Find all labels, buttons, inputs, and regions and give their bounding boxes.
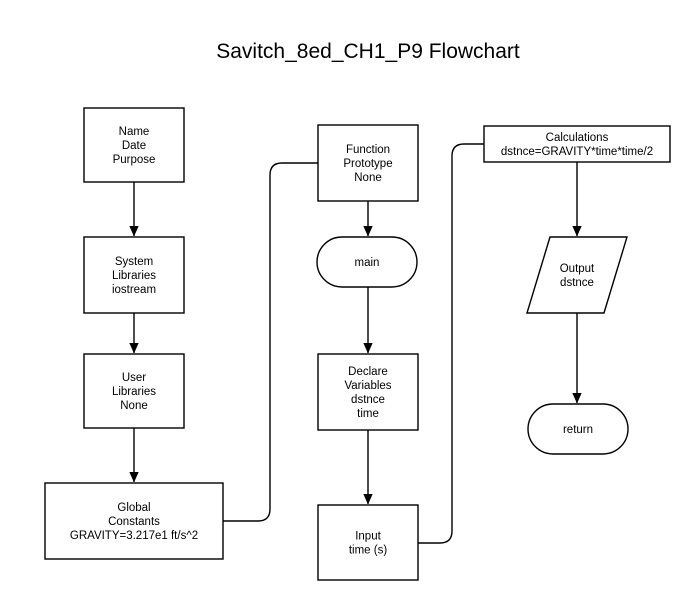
- node-user-libraries-label-3: None: [120, 400, 148, 412]
- node-declare-variables-label-3: dstnce: [351, 394, 385, 406]
- node-function-prototype-label-3: None: [354, 172, 382, 184]
- node-name-date-purpose-label-1: Name: [119, 126, 150, 138]
- node-main-label-1: main: [355, 257, 380, 269]
- node-user-libraries-shape: [83, 353, 185, 429]
- node-function-prototype-label-1: Function: [346, 144, 390, 156]
- node-function-prototype-label-2: Prototype: [343, 158, 392, 170]
- node-declare-variables-label-1: Declare: [348, 366, 388, 378]
- node-return: return: [527, 403, 629, 455]
- node-system-libraries-label-1: System: [115, 256, 153, 268]
- node-declare-variables-label-4: time: [357, 408, 379, 420]
- node-global-constants-label-1: Global: [117, 502, 150, 514]
- node-system-libraries-label-3: iostream: [112, 284, 156, 296]
- node-name-date-purpose-label-2: Date: [122, 140, 146, 152]
- chart-title: Savitch_8ed_CH1_P9 Flowchart: [216, 40, 520, 63]
- node-global-constants-label-3: GRAVITY=3.217e1 ft/s^2: [70, 530, 198, 542]
- node-name-date-purpose-shape: [83, 107, 185, 183]
- node-input-label-1: Input: [355, 531, 381, 543]
- node-user-libraries-label-1: User: [122, 372, 146, 384]
- node-system-libraries-label-2: Libraries: [112, 270, 156, 282]
- node-main: main: [316, 236, 418, 288]
- node-name-date-purpose-label-3: Purpose: [113, 154, 156, 166]
- node-calculations-label-2: dstnce=GRAVITY*time*time/2: [501, 146, 653, 158]
- node-function-prototype-shape: [317, 124, 419, 202]
- node-return-shape: [527, 403, 629, 455]
- node-system-libraries-shape: [83, 236, 185, 314]
- node-input: Input time (s): [317, 504, 419, 581]
- edge-global-constants-to-function-prototype: [223, 162, 318, 522]
- node-global-constants-shape: [44, 482, 224, 560]
- node-output-shape: [526, 236, 628, 314]
- edges-layer: [129, 143, 582, 544]
- node-calculations: Calculations dstnce=GRAVITY*time*time/2: [483, 125, 671, 163]
- node-main-shape: [316, 236, 418, 288]
- node-input-shape: [317, 504, 419, 581]
- node-declare-variables-shape: [317, 353, 419, 431]
- node-user-libraries-label-2: Libraries: [112, 386, 156, 398]
- node-output-label-1: Output: [560, 263, 595, 275]
- edge-input-to-calculations: [418, 143, 484, 544]
- node-global-constants-label-2: Constants: [108, 516, 160, 528]
- node-output: Output dstnce: [526, 236, 628, 314]
- node-declare-variables-label-2: Variables: [344, 380, 391, 392]
- node-return-label-1: return: [563, 424, 593, 436]
- node-calculations-shape: [483, 125, 671, 163]
- node-calculations-label-1: Calculations: [546, 132, 609, 144]
- node-input-label-2: time (s): [349, 545, 388, 557]
- node-output-label-2: dstnce: [560, 277, 594, 289]
